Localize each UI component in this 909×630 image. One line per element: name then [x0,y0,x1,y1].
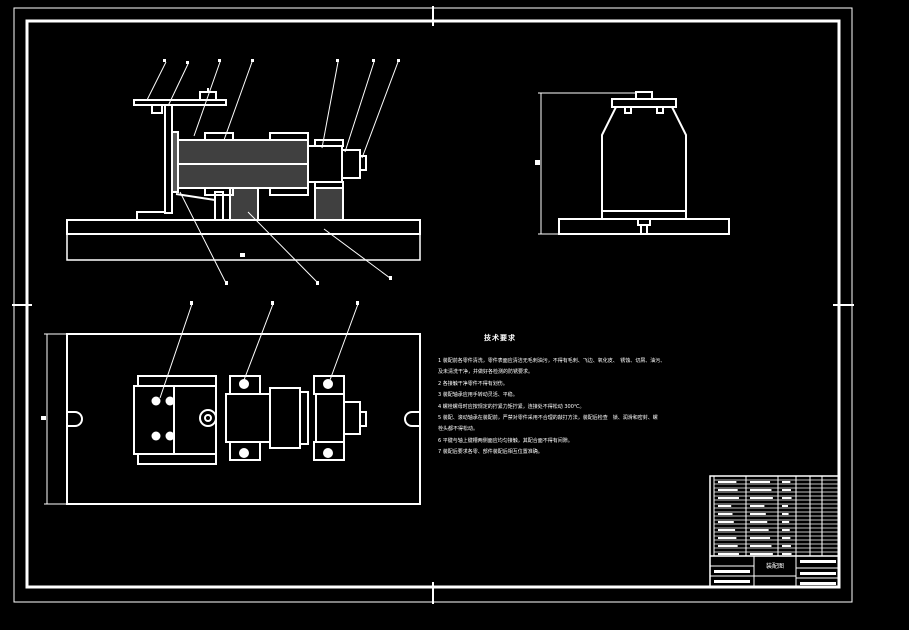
front-view [66,88,421,261]
parts-list-text-blocks [714,481,836,585]
technical-requirement-item: 2 各接触干净零件不得有划伤。 [438,380,508,387]
technical-requirement-item: 3 装配轴承应用手转动灵活、平稳。 [438,392,518,399]
technical-requirement-item: 7 装配后要求各零、部件装配后相互位置准确。 [438,449,543,456]
technical-requirements-list: 1 装配前各零件清洗，零件表面应清洁无毛刺油污，不得有毛刺、飞边、氧化皮、 锈蚀… [438,356,700,459]
technical-requirement-item: 4 螺栓螺母时应按规定的拧紧力矩拧紧，连接处不得松动 300℃。 [438,403,585,410]
side-view [558,91,730,235]
part-balloons [41,59,540,420]
technical-requirement-item: 栓头都不得松动。 [438,426,479,433]
technical-requirement-item: 1 装配前各零件清洗，零件表面应清洁无毛刺油污，不得有毛刺、飞边、氧化皮、 锈蚀… [438,358,666,364]
title-block-drawing-name: 装配图 [766,562,784,570]
technical-requirement-item: 6 平键与轴上键槽两侧面应均匀接触，其配合面不得有间隙。 [438,437,573,444]
center-marks [12,6,854,604]
side-view-dimension [538,92,636,235]
top-view-holes [151,379,333,458]
technical-requirement-item: 5 装配、滚动轴承在装配前，严禁对零件采用不合理的敲打方法，装配后检查 锁、润滑… [438,415,658,422]
front-view-leaders [146,61,399,284]
top-view [66,333,421,505]
technical-requirement-item: 及未清洗干净，并做好各检测的防锈要求。 [438,369,534,376]
top-view-leaders [44,303,359,505]
technical-requirements-title: 技术要求 [484,334,516,342]
outer-border [13,7,853,603]
title-block-rows [714,479,839,553]
